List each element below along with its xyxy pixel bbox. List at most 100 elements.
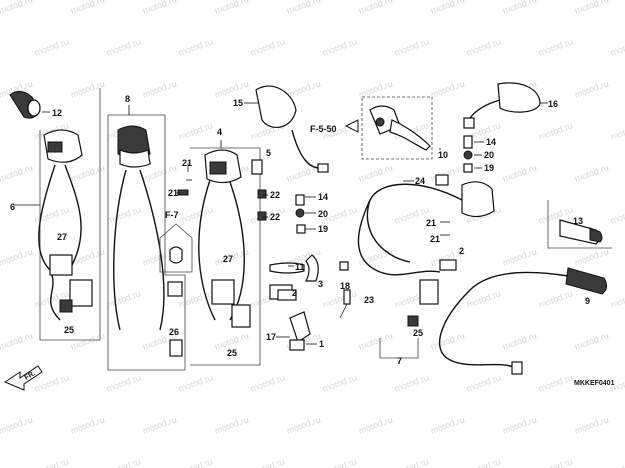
label-16: 16 xyxy=(548,99,558,109)
watermark-text: motod.ru xyxy=(249,36,286,58)
watermark-text: motod.ru xyxy=(0,0,34,16)
watermark-text: motod.ru xyxy=(69,162,106,184)
watermark-text: motod.ru xyxy=(213,0,250,16)
watermark-text: motod.ru xyxy=(0,162,34,184)
throttle-assembly-8[interactable] xyxy=(107,105,186,371)
watermark-text: motod.ru xyxy=(177,372,214,394)
watermark-text: motod.ru xyxy=(429,0,466,16)
watermark-text: motod.ru xyxy=(177,204,214,226)
watermark-text: motod.ru xyxy=(357,330,394,352)
watermark-text: motod.ru xyxy=(69,246,106,268)
watermark-text: motod.ru xyxy=(573,414,610,436)
watermark-text: motod.ru xyxy=(537,36,574,58)
watermark-text: motod.ru xyxy=(429,330,466,352)
watermark-text: motod.ru xyxy=(285,0,322,16)
label-17: 17 xyxy=(266,332,276,342)
label-19-right: 19 xyxy=(484,163,494,173)
watermark-text: motod.ru xyxy=(609,456,625,468)
watermark-text: motod.ru xyxy=(33,456,70,468)
left-switch-assembly-6[interactable] xyxy=(14,88,101,341)
label-12: 12 xyxy=(52,108,62,118)
ref-box-f7[interactable] xyxy=(159,223,193,273)
watermark-text: motod.ru xyxy=(105,204,142,226)
label-15: 15 xyxy=(233,98,243,108)
part-labels: 12 6 27 25 8 21 21 F-7 26 4 5 22 22 27 2… xyxy=(10,94,615,387)
watermark-text: motod.ru xyxy=(105,456,142,468)
label-1: 1 xyxy=(319,339,324,349)
leader-lines xyxy=(175,141,484,345)
ref-box-f550[interactable] xyxy=(361,96,433,160)
diagram-code: MKKEF0401 xyxy=(574,380,615,387)
watermark-text: motod.ru xyxy=(429,414,466,436)
label-4: 4 xyxy=(217,127,222,137)
watermark-text: motod.ru xyxy=(573,0,610,16)
label-10: 10 xyxy=(438,150,448,160)
watermark-text: motod.ru xyxy=(609,288,625,310)
grip-13[interactable] xyxy=(547,200,612,249)
watermark-text: motod.ru xyxy=(69,78,106,100)
watermark-text: motod.ru xyxy=(105,36,142,58)
watermark-text: motod.ru xyxy=(213,414,250,436)
watermark-text: motod.ru xyxy=(573,78,610,100)
front-label: FR. xyxy=(24,370,37,382)
watermark-text: motod.ru xyxy=(501,414,538,436)
label-18: 18 xyxy=(340,281,350,291)
mirror-left-15[interactable] xyxy=(244,85,329,173)
watermark-text: motod.ru xyxy=(465,456,502,468)
label-25-left: 25 xyxy=(64,325,74,335)
watermark-text: motod.ru xyxy=(321,456,358,468)
ref-arrow-f550 xyxy=(344,119,359,133)
watermark-text: motod.ru xyxy=(537,372,574,394)
label-23: 23 xyxy=(364,295,374,305)
label-21-c: 21 xyxy=(426,218,436,228)
hardware-center[interactable] xyxy=(177,159,306,234)
grip-12[interactable] xyxy=(9,91,50,119)
watermark-text: motod.ru xyxy=(69,0,106,16)
watermark-text: motod.ru xyxy=(609,204,625,226)
watermark-text: motod.ru xyxy=(357,0,394,16)
label-14-right: 14 xyxy=(486,137,496,147)
watermark-text: motod.ru xyxy=(537,288,574,310)
label-27-right: 27 xyxy=(223,254,233,264)
watermark-text: motod.ru xyxy=(141,414,178,436)
hardware-right-14-20-19[interactable] xyxy=(463,135,473,173)
watermark-text: motod.ru xyxy=(501,0,538,16)
label-8: 8 xyxy=(125,94,130,104)
label-5: 5 xyxy=(266,148,271,158)
watermark-text: motod.ru xyxy=(177,120,214,142)
watermark-text: motod.ru xyxy=(357,414,394,436)
watermark-text: motod.ru xyxy=(177,36,214,58)
center-switch-assembly-7[interactable] xyxy=(339,174,495,359)
watermark-text: motod.ru xyxy=(393,372,430,394)
watermark-text: motod.ru xyxy=(537,456,574,468)
right-switch-assembly-4[interactable] xyxy=(190,140,293,366)
mirror-right-16[interactable] xyxy=(463,82,548,129)
label-11: 11 xyxy=(295,262,305,272)
clutch-parts-11-3[interactable] xyxy=(269,254,319,282)
label-27-left: 27 xyxy=(57,232,67,242)
sensor-wire-23[interactable] xyxy=(339,289,351,319)
watermark-text: motod.ru xyxy=(573,246,610,268)
watermark-text: motod.ru xyxy=(321,288,358,310)
label-2: 2 xyxy=(292,288,297,298)
label-24: 24 xyxy=(415,176,425,186)
label-20-mid: 20 xyxy=(318,209,328,219)
label-20-right: 20 xyxy=(484,150,494,160)
label-2-right: 2 xyxy=(459,246,464,256)
watermark-text: motod.ru xyxy=(393,36,430,58)
watermark-text: motod.ru xyxy=(249,372,286,394)
watermark-text: motod.ru xyxy=(393,204,430,226)
front-arrow xyxy=(3,365,43,391)
watermark-text: motod.ru xyxy=(285,78,322,100)
watermark-text: motod.ru xyxy=(501,246,538,268)
switch-parts-17-1-2[interactable] xyxy=(277,289,311,351)
watermark-text: motod.ru xyxy=(33,372,70,394)
heated-grip-9[interactable] xyxy=(439,267,608,375)
watermark-text: motod.ru xyxy=(465,288,502,310)
watermark-text: motod.ru xyxy=(213,78,250,100)
label-26: 26 xyxy=(169,327,179,337)
label-21-a: 21 xyxy=(182,158,192,168)
label-21-d: 21 xyxy=(430,234,440,244)
